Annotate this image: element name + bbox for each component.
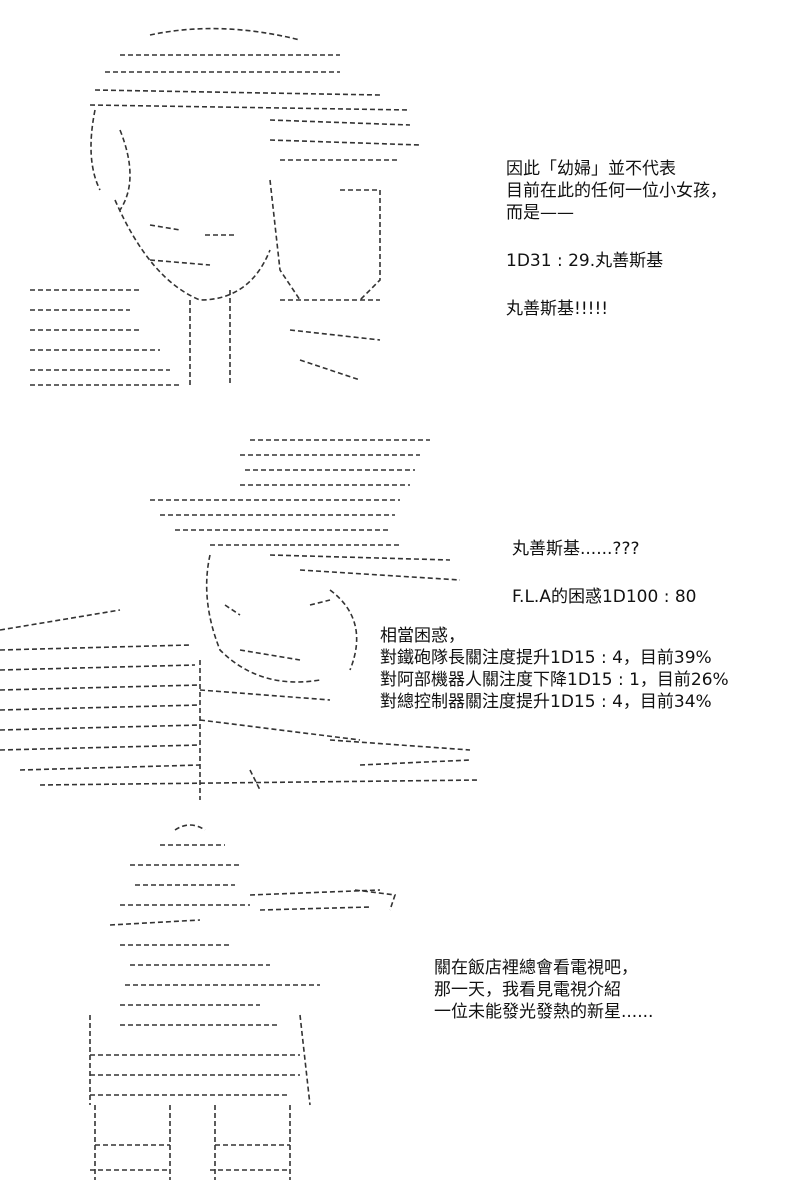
attention-stat-line: 對鐵砲隊長關注度提升1D15 : 4，目前39% — [380, 648, 712, 668]
narration-text-1: 因此「幼婦」並不代表 目前在此的任何一位小女孩， 而是—— 1D31 : 29.… — [506, 158, 727, 320]
narration-text-2-bottom: 相當困惑， 對鐵砲隊長關注度提升1D15 : 4，目前39% 對阿部機器人關注度… — [380, 625, 729, 713]
narration-line: 因此「幼婦」並不代表 — [506, 159, 676, 179]
panel-1: 因此「幼婦」並不代表 目前在此的任何一位小女孩， 而是—— 1D31 : 29.… — [0, 0, 800, 400]
ascii-art-drawing-1 — [30, 27, 421, 386]
ascii-art-girl-looking-sideways — [0, 420, 800, 810]
ascii-art-figure-pointing — [0, 815, 800, 1200]
attention-stat-line: 對總控制器關注度提升1D15 : 4，目前34% — [380, 692, 712, 712]
narration-line: 而是—— — [506, 203, 574, 223]
narration-text-2-top: 丸善斯基......??? F.L.A的困惑1D100 : 80 — [512, 538, 696, 608]
narration-text-3: 關在飯店裡總會看電視吧， 那一天，我看見電視介紹 一位未能發光發熱的新星....… — [434, 957, 653, 1023]
narration-line: 關在飯店裡總會看電視吧， — [434, 958, 638, 978]
ascii-art-girl-with-hat — [0, 0, 800, 400]
attention-stat-line: 對阿部機器人關注度下降1D15 : 1，目前26% — [380, 670, 729, 690]
narration-line: 目前在此的任何一位小女孩， — [506, 181, 727, 201]
narration-line: 那一天，我看見電視介紹 — [434, 980, 621, 1000]
ascii-art-drawing-2 — [0, 439, 481, 800]
exclamation-line: 丸善斯基!!!!! — [506, 299, 609, 319]
narration-line: 丸善斯基......??? — [512, 539, 640, 559]
panel-2: 丸善斯基......??? F.L.A的困惑1D100 : 80 相當困惑， 對… — [0, 420, 800, 810]
ascii-art-drawing-3 — [89, 824, 397, 1180]
panel-3: 關在飯店裡總會看電視吧， 那一天，我看見電視介紹 一位未能發光發熱的新星....… — [0, 815, 800, 1200]
dice-roll-line: F.L.A的困惑1D100 : 80 — [512, 587, 697, 607]
dice-roll-line: 1D31 : 29.丸善斯基 — [506, 251, 664, 271]
narration-line: 相當困惑， — [380, 626, 465, 646]
narration-line: 一位未能發光發熱的新星...... — [434, 1002, 654, 1022]
